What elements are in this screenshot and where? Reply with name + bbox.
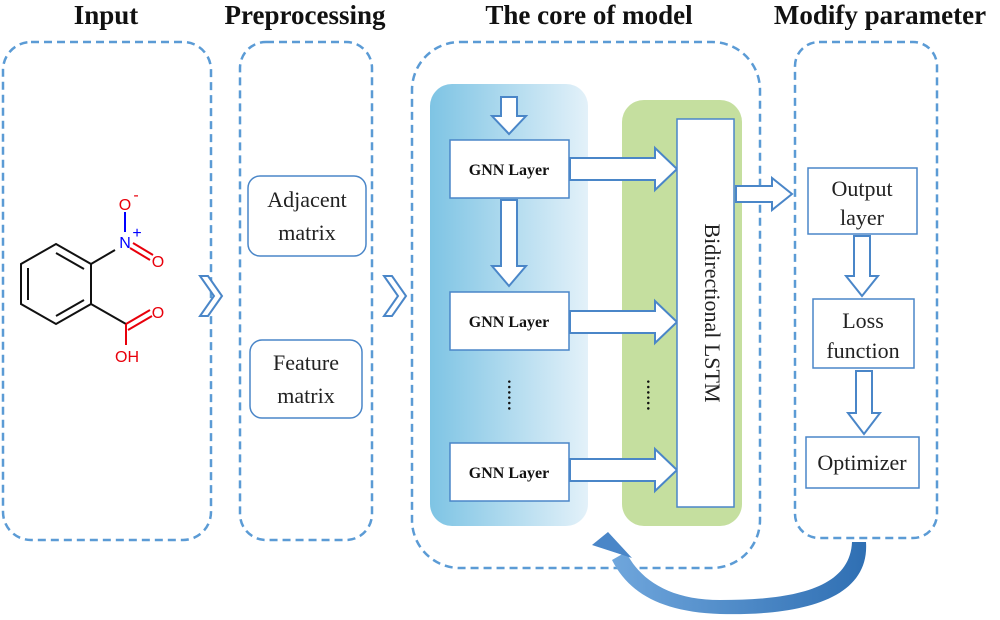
loss-function-box — [812, 298, 915, 369]
atom-hydroxyl: OH — [115, 349, 139, 366]
gnn-layer-box-2 — [449, 291, 570, 351]
lstm-ellipsis: …… — [643, 379, 660, 411]
arrow-right-icon — [569, 446, 679, 494]
gnn-layer-box-3 — [449, 442, 570, 502]
loss-function-label-line1: Loss — [842, 308, 884, 333]
arrow-down-icon — [845, 370, 883, 436]
bidirectional-lstm-box — [676, 118, 735, 508]
bond-ring-carboxyl — [90, 303, 127, 325]
gnn-layer-box-1 — [449, 139, 570, 199]
atom-nitrogen-charge: + — [132, 225, 141, 242]
atom-oxygen-top: O — [119, 197, 131, 214]
output-layer-label-line1: Output — [831, 176, 892, 201]
arrow-down-icon — [489, 199, 529, 288]
input-frame — [1, 40, 213, 542]
feature-matrix-label-line1: Feature — [273, 350, 339, 375]
bidirectional-lstm-label: Bidirectional LSTM — [700, 223, 725, 402]
arrow-right-icon — [569, 145, 679, 193]
optimizer-box — [805, 436, 920, 489]
molecule-structure: N + O - O O OH — [20, 187, 164, 366]
gnn-layer-label-2: GNN Layer — [469, 314, 549, 331]
feature-matrix-label-line2: matrix — [277, 383, 334, 408]
gnn-ellipsis: …… — [504, 379, 521, 411]
optimizer-label: Optimizer — [817, 450, 907, 475]
chevron-right-icon — [198, 275, 224, 317]
output-layer-box — [807, 167, 918, 235]
atom-oxygen-top-charge: - — [133, 187, 138, 204]
arrow-right-icon — [569, 298, 679, 346]
atom-oxygen-carbonyl: O — [152, 305, 164, 322]
adjacent-matrix-box — [247, 175, 367, 257]
gnn-layer-label-3: GNN Layer — [469, 465, 549, 482]
bond-ring-nitrogen — [90, 249, 116, 265]
modify-frame — [793, 40, 939, 540]
feature-matrix-box — [249, 339, 363, 419]
preprocessing-frame — [238, 40, 374, 542]
gnn-layer-label-1: GNN Layer — [469, 162, 549, 179]
arrow-down-icon — [489, 96, 529, 136]
header-preprocessing: Preprocessing — [225, 0, 386, 30]
header-input: Input — [74, 0, 139, 30]
header-modify: Modify parameter — [774, 0, 986, 30]
arrow-right-icon — [735, 175, 794, 213]
loss-function-label-line2: function — [826, 338, 899, 363]
chevron-right-icon — [382, 275, 408, 317]
atom-nitrogen: N — [119, 235, 131, 252]
feedback-curved-arrow-icon — [592, 532, 867, 615]
arrow-down-icon — [843, 235, 881, 298]
header-core: The core of model — [485, 0, 693, 30]
atom-oxygen-side: O — [152, 254, 164, 271]
adjacent-matrix-label-line1: Adjacent — [267, 187, 346, 212]
benzene-ring — [20, 242, 92, 326]
adjacent-matrix-label-line2: matrix — [278, 220, 335, 245]
output-layer-label-line2: layer — [840, 205, 885, 230]
